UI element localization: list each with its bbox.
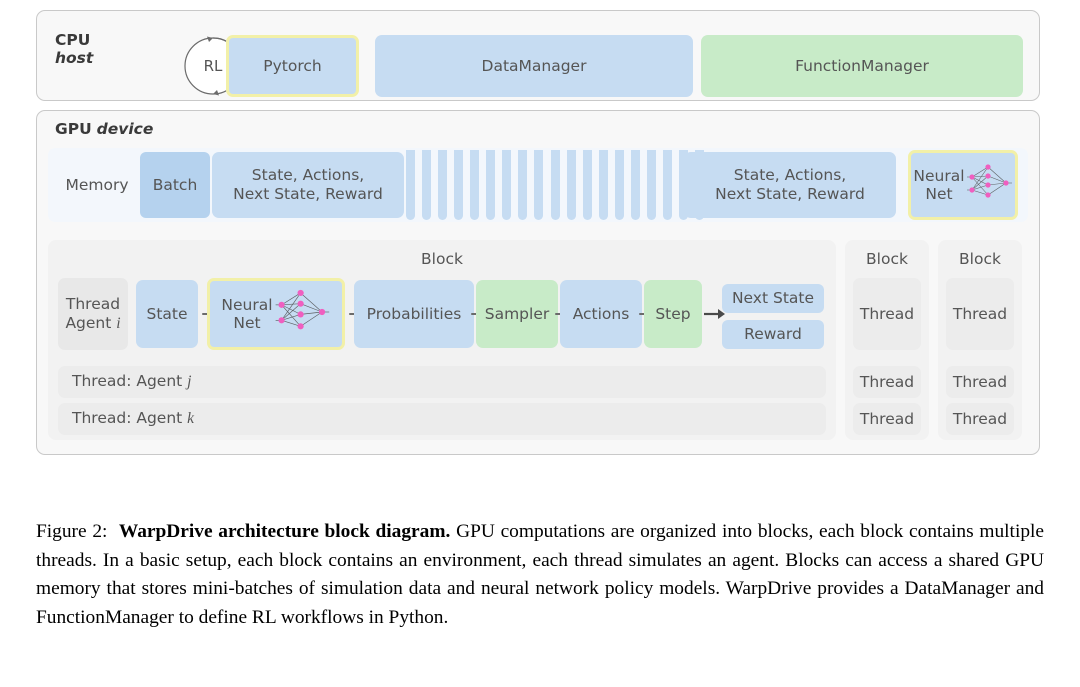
memory-stripe (502, 150, 512, 220)
memory-data-right-line1: State, Actions, (733, 166, 847, 185)
block-col-2-thread-1[interactable]: Thread (946, 278, 1014, 350)
gpu-label-line2: device (96, 120, 154, 138)
block-col-2-thread-2[interactable]: Thread (946, 366, 1014, 398)
memory-data-left-line2: Next State, Reward (233, 185, 383, 203)
memory-data-right-line2: Next State, Reward (715, 185, 865, 203)
thread-agent-i-text: Thread Agent i (65, 295, 120, 334)
cpu-host-label: CPU host (55, 31, 93, 68)
memory-data-left-line1: State, Actions, (251, 166, 365, 185)
figure-caption: Figure 2: WarpDrive architecture block d… (36, 518, 1044, 632)
cpu-box-datamanager-label: DataManager (481, 56, 587, 75)
gpu-label-line1: GPU (55, 120, 92, 138)
pipeline-box-step-label: Step (655, 304, 691, 323)
memory-stripe (598, 150, 608, 220)
pipeline-box-neural-net[interactable]: Neural Net (207, 278, 345, 350)
cpu-label-line2: host (55, 49, 94, 68)
block-col-2-thread-1-label: Thread (952, 304, 1008, 323)
output-box-next-state-label: Next State (731, 289, 815, 308)
block-col-2-title: Block (959, 250, 1001, 268)
memory-stripe (470, 150, 480, 220)
thread-agent-i-line2: Agent i (65, 313, 121, 332)
memory-stripe (566, 150, 576, 220)
memory-neural-net-label: Neural Net (913, 167, 964, 204)
cpu-box-pytorch-label: Pytorch (263, 56, 322, 75)
neural-net-icon (966, 162, 1013, 209)
thread-row-agent-k-label: Thread: Agent k (72, 409, 195, 428)
pipeline-box-probabilities-label: Probabilities (366, 304, 462, 323)
pipeline-box-sampler-label: Sampler (484, 304, 550, 323)
memory-neural-net-line1: Neural (913, 166, 965, 185)
memory-stripe (550, 150, 560, 220)
memory-stripe (486, 150, 496, 220)
pipeline-box-actions-label: Actions (572, 304, 630, 323)
block-col-1-thread-1[interactable]: Thread (853, 278, 921, 350)
memory-data-left-box[interactable]: State, Actions, Next State, Reward (212, 152, 404, 218)
block-col-1-thread-1-label: Thread (859, 304, 915, 323)
thread-row-agent-j[interactable]: Thread: Agent j (58, 366, 826, 398)
memory-stripe (454, 150, 464, 220)
pipeline-neural-net-label: Neural Net (221, 296, 272, 333)
cpu-label-line1: CPU (55, 31, 91, 49)
block-col-1-title: Block (866, 250, 908, 268)
memory-stripe (646, 150, 656, 220)
block-col-1-thread-3-label: Thread (859, 409, 915, 428)
thread-row-agent-k[interactable]: Thread: Agent k (58, 403, 826, 435)
thread-agent-i-label: Thread Agent i (58, 278, 128, 350)
memory-data-left-text: State, Actions, Next State, Reward (233, 166, 383, 204)
block-main-title: Block (421, 250, 463, 268)
cpu-host-card: CPU host RL Pytorch DataManager Function… (36, 10, 1040, 101)
rl-label: RL (203, 57, 223, 75)
gpu-device-label: GPU device (55, 120, 153, 138)
pipeline-neural-net-line1: Neural (221, 295, 273, 314)
caption-body: GPU computations are organized into bloc… (36, 521, 1045, 628)
memory-stripe (518, 150, 528, 220)
memory-stripe (614, 150, 624, 220)
thread-row-agent-j-label: Thread: Agent j (72, 372, 192, 391)
output-box-reward[interactable]: Reward (722, 320, 824, 349)
memory-neural-net-content: Neural Net (913, 162, 1012, 209)
memory-neural-net-box[interactable]: Neural Net (908, 150, 1018, 220)
memory-batch-box[interactable]: Batch (140, 152, 210, 218)
memory-stripe (678, 150, 688, 220)
memory-stripe (630, 150, 640, 220)
memory-stripe (662, 150, 672, 220)
block-col-2-thread-3[interactable]: Thread (946, 403, 1014, 435)
memory-data-right-text: State, Actions, Next State, Reward (715, 166, 865, 204)
memory-neural-net-line2: Net (925, 185, 953, 203)
output-box-reward-label: Reward (744, 325, 802, 344)
cpu-box-pytorch[interactable]: Pytorch (226, 35, 359, 97)
pipeline-box-sampler[interactable]: Sampler (476, 280, 558, 348)
cpu-box-datamanager[interactable]: DataManager (375, 35, 693, 97)
memory-data-right-box[interactable]: State, Actions, Next State, Reward (684, 152, 896, 218)
pipeline-neural-net-line2: Net (233, 314, 261, 332)
thread-agent-i-line1: Thread (65, 294, 121, 313)
arrow-to-outputs (704, 306, 726, 325)
memory-stripe (534, 150, 544, 220)
block-col-2-thread-2-label: Thread (952, 372, 1008, 391)
pipeline-box-step[interactable]: Step (644, 280, 702, 348)
memory-label: Memory (56, 160, 138, 210)
pipeline-box-probabilities[interactable]: Probabilities (354, 280, 474, 348)
block-col-1-thread-3[interactable]: Thread (853, 403, 921, 435)
pipeline-box-actions[interactable]: Actions (560, 280, 642, 348)
neural-net-icon (275, 287, 331, 342)
cpu-box-functionmanager-label: FunctionManager (795, 56, 929, 75)
caption-bold-title: WarpDrive architecture block diagram. (118, 521, 451, 542)
cpu-box-functionmanager[interactable]: FunctionManager (701, 35, 1023, 97)
memory-batch-label: Batch (152, 175, 198, 194)
pipeline-neural-net-content: Neural Net (221, 287, 330, 342)
memory-label-text: Memory (65, 175, 129, 194)
block-col-2-thread-3-label: Thread (952, 409, 1008, 428)
memory-stripe (582, 150, 592, 220)
memory-stripe (438, 150, 448, 220)
pipeline-box-state-label: State (146, 304, 188, 323)
pipeline-box-state[interactable]: State (136, 280, 198, 348)
memory-stripes (406, 150, 704, 220)
memory-stripe (406, 150, 415, 220)
block-col-1-thread-2-label: Thread (859, 372, 915, 391)
caption-figure-number: Figure 2: (36, 521, 108, 542)
output-box-next-state[interactable]: Next State (722, 284, 824, 313)
memory-stripe (422, 150, 432, 220)
block-col-1-thread-2[interactable]: Thread (853, 366, 921, 398)
